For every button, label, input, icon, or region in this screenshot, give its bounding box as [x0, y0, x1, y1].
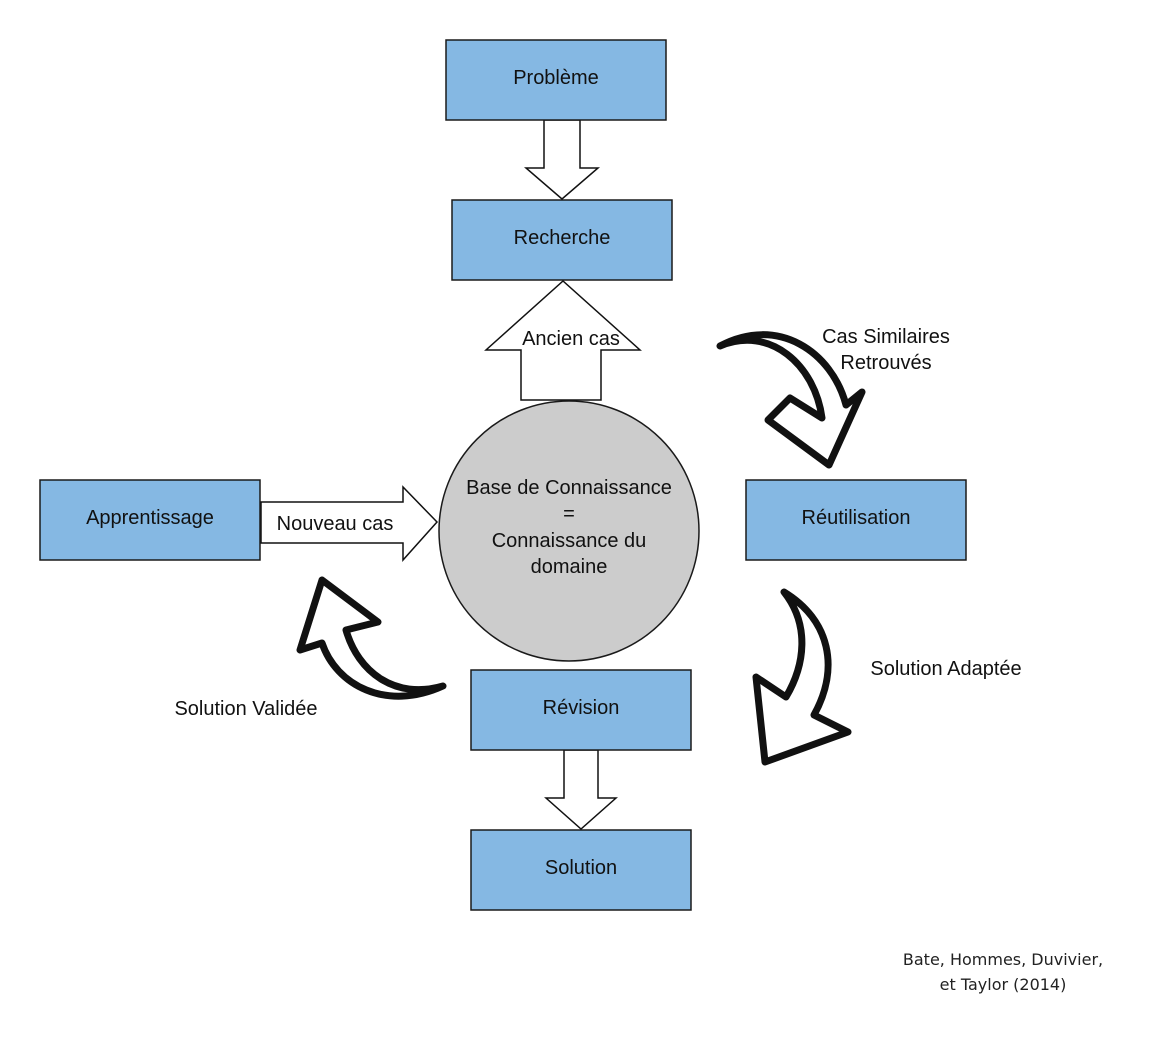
- label-cas-similaires-2: Retrouvés: [840, 352, 931, 374]
- curved-arrow-solution-adaptee: [752, 588, 852, 766]
- label-solution-adaptee: Solution Adaptée: [870, 658, 1021, 680]
- box-apprentissage-label: Apprentissage: [86, 507, 214, 529]
- arrow-ancien-cas: [484, 279, 642, 401]
- box-apprentissage: [39, 479, 261, 561]
- curved-arrow-cas-similaires: [716, 331, 866, 469]
- box-probleme-label: Problème: [513, 67, 599, 89]
- box-solution: [470, 829, 692, 911]
- box-solution-label: Solution: [545, 857, 617, 879]
- box-revision: [470, 669, 692, 751]
- knowledge-base-circle: [438, 400, 700, 662]
- box-probleme: [445, 39, 667, 121]
- citation-line1: Bate, Hommes, Duvivier,: [903, 950, 1103, 969]
- box-recherche-label: Recherche: [514, 227, 611, 249]
- curved-arrow-solution-validee: [296, 576, 447, 700]
- label-solution-validee: Solution Validée: [174, 698, 317, 720]
- box-revision-label: Révision: [543, 697, 620, 719]
- knowledge-base-line2: =: [563, 503, 575, 525]
- arrow-probleme-to-recherche: [523, 119, 601, 200]
- label-ancien-cas: Ancien cas: [522, 328, 620, 350]
- label-nouveau-cas: Nouveau cas: [277, 513, 394, 535]
- citation-line2: et Taylor (2014): [940, 975, 1067, 994]
- knowledge-base-line4: domaine: [531, 556, 608, 578]
- arrow-nouveau-cas: [260, 485, 439, 562]
- knowledge-base-line1: Base de Connaissance: [466, 477, 672, 499]
- knowledge-base-line3: Connaissance du: [492, 530, 647, 552]
- box-recherche: [451, 199, 673, 281]
- label-cas-similaires-1: Cas Similaires: [822, 326, 950, 348]
- box-reutilisation: [745, 479, 967, 561]
- arrow-revision-to-solution: [544, 749, 618, 831]
- box-reutilisation-label: Réutilisation: [802, 507, 911, 529]
